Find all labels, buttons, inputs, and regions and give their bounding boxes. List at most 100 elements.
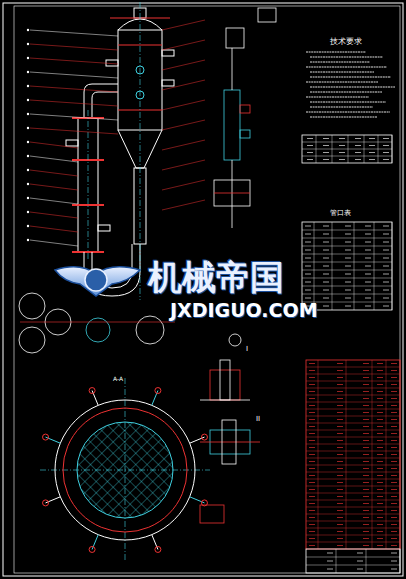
table-row xyxy=(302,238,392,239)
cell-text-mark xyxy=(377,419,383,420)
callout-dot xyxy=(27,239,29,241)
table-col xyxy=(332,135,333,163)
cell-text-mark xyxy=(357,569,363,570)
cell-text-mark xyxy=(345,298,351,299)
callout-dot xyxy=(27,57,29,59)
leader-line xyxy=(30,184,78,190)
cell-text-mark xyxy=(323,226,329,227)
cell-text-mark xyxy=(339,145,345,146)
cell-text-mark xyxy=(337,545,343,546)
cell-text-mark xyxy=(323,290,329,291)
cell-text-mark xyxy=(345,242,351,243)
cell-text-mark xyxy=(377,482,383,483)
cell-text-mark xyxy=(345,226,351,227)
cell-text-mark xyxy=(305,282,311,283)
cell-text-mark xyxy=(377,391,383,392)
cell-text-mark xyxy=(337,531,343,532)
table-row xyxy=(302,270,392,271)
detail-views xyxy=(200,334,260,523)
cell-text-mark xyxy=(323,282,329,283)
cell-text-mark xyxy=(305,234,311,235)
cell-text-mark xyxy=(365,258,371,259)
cell-text-mark xyxy=(363,538,369,539)
cell-text-mark xyxy=(309,489,315,490)
cell-text-mark xyxy=(307,152,313,153)
cell-text-mark xyxy=(323,274,329,275)
cell-text-mark xyxy=(377,377,383,378)
cell-text-mark xyxy=(377,433,383,434)
nozzle-flange xyxy=(43,500,49,506)
cell-text-mark xyxy=(391,569,397,570)
table-col xyxy=(366,549,367,573)
cell-text-mark xyxy=(357,553,363,554)
cell-text-mark xyxy=(337,468,343,469)
cell-text-mark xyxy=(391,433,397,434)
cell-text-mark xyxy=(377,447,383,448)
cell-text-mark xyxy=(377,363,383,364)
callout-dot xyxy=(27,113,29,115)
table-row xyxy=(302,278,392,279)
cell-text-mark xyxy=(363,433,369,434)
cell-text-mark xyxy=(339,152,345,153)
cell-text-mark xyxy=(309,468,315,469)
cell-text-mark xyxy=(337,517,343,518)
cell-text-mark xyxy=(363,482,369,483)
cell-text-mark xyxy=(323,250,329,251)
cell-text-mark xyxy=(377,489,383,490)
note-text-line xyxy=(310,116,377,117)
cell-text-mark xyxy=(377,461,383,462)
cell-text-mark xyxy=(309,496,315,497)
cell-text-mark xyxy=(323,266,329,267)
cell-text-mark xyxy=(337,524,343,525)
cell-text-mark xyxy=(323,258,329,259)
callout-dot xyxy=(27,127,29,129)
cell-text-mark xyxy=(369,145,375,146)
cell-text-mark xyxy=(377,454,383,455)
cell-text-mark xyxy=(345,306,351,307)
callout-dot xyxy=(27,99,29,101)
cell-text-mark xyxy=(337,426,343,427)
cell-text-mark xyxy=(337,538,343,539)
cell-text-mark xyxy=(363,461,369,462)
leader-line xyxy=(162,20,205,30)
cell-text-mark xyxy=(369,152,375,153)
cell-text-mark xyxy=(309,426,315,427)
leader-line xyxy=(30,128,118,134)
cell-text-mark xyxy=(309,440,315,441)
cell-text-mark xyxy=(383,266,389,267)
cell-text-mark xyxy=(363,517,369,518)
cell-text-mark xyxy=(309,517,315,518)
cell-text-mark xyxy=(369,159,375,160)
leader-line xyxy=(30,226,78,232)
table-col xyxy=(400,360,401,549)
cell-text-mark xyxy=(377,510,383,511)
cell-text-mark xyxy=(391,503,397,504)
cell-text-mark xyxy=(363,405,369,406)
cell-text-mark xyxy=(323,138,329,139)
cell-text-mark xyxy=(363,489,369,490)
table-row xyxy=(306,565,400,566)
cell-text-mark xyxy=(309,391,315,392)
table-row xyxy=(302,286,392,287)
nozzle-flange xyxy=(155,388,161,394)
cell-text-mark xyxy=(391,545,397,546)
cell-text-mark xyxy=(309,433,315,434)
cell-text-mark xyxy=(339,138,345,139)
watermark: JXDIGUO.COM xyxy=(170,300,318,321)
cell-text-mark xyxy=(383,242,389,243)
cell-text-mark xyxy=(391,553,397,554)
cell-text-mark xyxy=(377,517,383,518)
cell-text-mark xyxy=(363,503,369,504)
cell-text-mark xyxy=(345,258,351,259)
table-frame xyxy=(306,360,400,549)
table-row xyxy=(302,156,392,157)
cell-text-mark xyxy=(337,377,343,378)
cell-text-mark xyxy=(323,159,329,160)
cell-text-mark xyxy=(383,138,389,139)
cell-text-mark xyxy=(391,398,397,399)
watermark: 机械帝国 xyxy=(148,259,284,296)
table-heading: 管口表 xyxy=(330,210,351,218)
nozzle xyxy=(152,391,158,406)
note-text-line xyxy=(306,66,387,67)
cell-text-mark xyxy=(309,363,315,364)
